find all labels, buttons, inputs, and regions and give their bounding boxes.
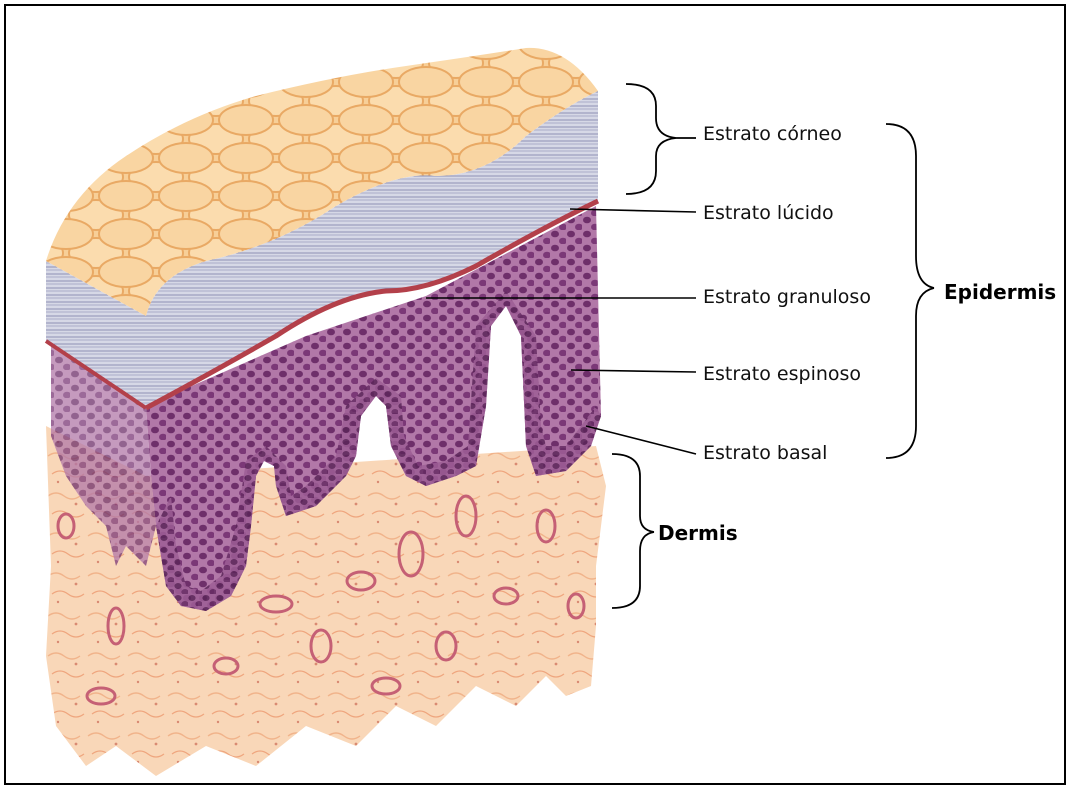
label-estrato-lucido: Estrato lúcido [703, 202, 834, 224]
label-estrato-basal: Estrato basal [703, 442, 827, 464]
label-estrato-espinoso: Estrato espinoso [703, 363, 861, 385]
corneo-bracket [626, 84, 696, 194]
label-estrato-granuloso: Estrato granuloso [703, 286, 871, 308]
label-dermis: Dermis [658, 521, 738, 545]
skin-cross-section-illustration [6, 6, 1066, 785]
diagram-frame: Estrato córneo Estrato lúcido Estrato gr… [4, 4, 1066, 785]
dermis-bracket [612, 454, 654, 608]
epidermis-bracket [886, 124, 934, 458]
label-estrato-corneo: Estrato córneo [703, 123, 842, 145]
label-epidermis: Epidermis [944, 280, 1056, 304]
